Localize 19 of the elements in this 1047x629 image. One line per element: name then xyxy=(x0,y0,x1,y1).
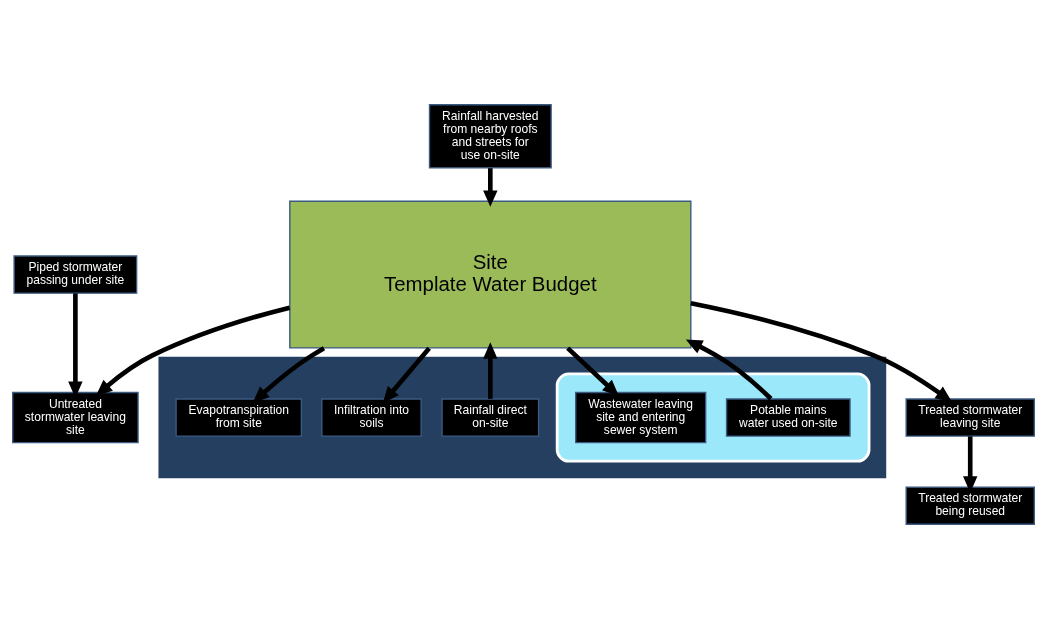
arrow xyxy=(95,305,291,397)
node-box: Infiltration into soils xyxy=(321,398,422,437)
cluster xyxy=(555,372,871,463)
arrow xyxy=(483,342,498,399)
node-box: Treated stormwater leaving site xyxy=(905,398,1035,437)
arrow xyxy=(685,339,773,401)
node-box: Treated stormwater being reused xyxy=(905,486,1035,525)
node-box: Wastewater leaving site and entering sewer system xyxy=(575,391,707,444)
arrow xyxy=(252,346,326,403)
node-box: Potable mains water used on-site xyxy=(725,398,851,437)
node-box: Rainfall direct on-site xyxy=(441,398,540,437)
node-box: Piped stormwater passing under site xyxy=(13,255,138,294)
node-box: Rainfall harvested from nearby roofs and streets for use on-site xyxy=(428,104,552,169)
node-box: Site Template Water Budget xyxy=(289,200,692,349)
node-box: Untreated stormwater leaving site xyxy=(12,391,139,444)
arrow xyxy=(690,300,953,403)
node-box: Evapotranspiration from site xyxy=(175,398,303,437)
arrow xyxy=(566,346,619,397)
arrow xyxy=(483,168,498,207)
